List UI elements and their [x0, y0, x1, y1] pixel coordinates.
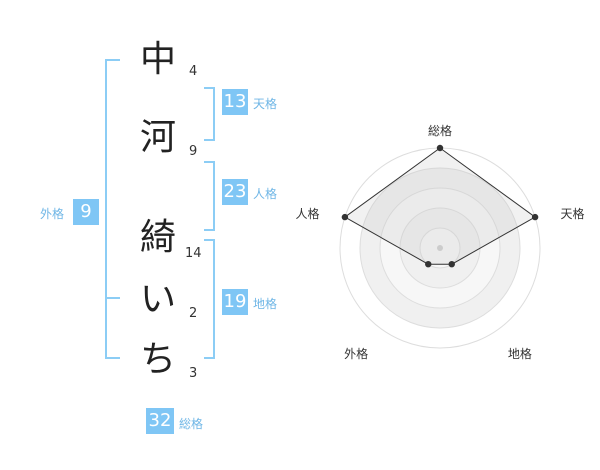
soukaku-label: 総格	[179, 417, 204, 431]
jinkaku-value-badge: 23	[222, 179, 248, 205]
radar-area	[343, 147, 537, 265]
name-char-2: 河	[139, 117, 176, 158]
chikaku-bracket	[204, 239, 215, 359]
radar-center-dot	[437, 245, 443, 251]
radar-axis-label-4: 外格	[344, 346, 369, 361]
soukaku-value-badge: 32	[146, 408, 174, 434]
radar-axis-label-2: 天格	[560, 207, 585, 222]
name-char-4: い	[139, 279, 176, 320]
tenkaku-value-badge: 13	[222, 89, 248, 115]
radar-axis-label-5: 人格	[295, 207, 320, 222]
name-char-1: 中	[139, 39, 176, 80]
jinkaku-bracket	[204, 161, 215, 231]
stroke-count-5: 3	[189, 366, 198, 381]
tenkaku-bracket	[204, 87, 215, 141]
jinkaku-label: 人格	[253, 187, 278, 201]
radar-point-1	[436, 144, 444, 152]
radar-axis-label-1: 総格	[428, 124, 453, 138]
name-char-3: 綺	[139, 217, 176, 258]
radar-point-5	[341, 213, 349, 221]
stroke-count-3: 14	[185, 246, 202, 261]
radar-axis-label-3: 地格	[507, 346, 532, 361]
radar-point-2	[531, 213, 539, 221]
chikaku-value-badge: 19	[222, 289, 248, 315]
name-char-5: ち	[139, 339, 176, 380]
gaikaku-value-badge: 9	[73, 199, 99, 225]
stroke-count-1: 4	[189, 64, 198, 79]
tenkaku-label: 天格	[253, 97, 278, 111]
chikaku-label: 地格	[253, 297, 278, 311]
gaikaku-bracket	[105, 59, 120, 359]
radar-point-3	[448, 260, 455, 268]
gaikaku-label: 外格	[40, 207, 65, 221]
stroke-count-2: 9	[189, 144, 198, 159]
radar-point-4	[425, 260, 432, 268]
stroke-count-4: 2	[189, 306, 198, 321]
